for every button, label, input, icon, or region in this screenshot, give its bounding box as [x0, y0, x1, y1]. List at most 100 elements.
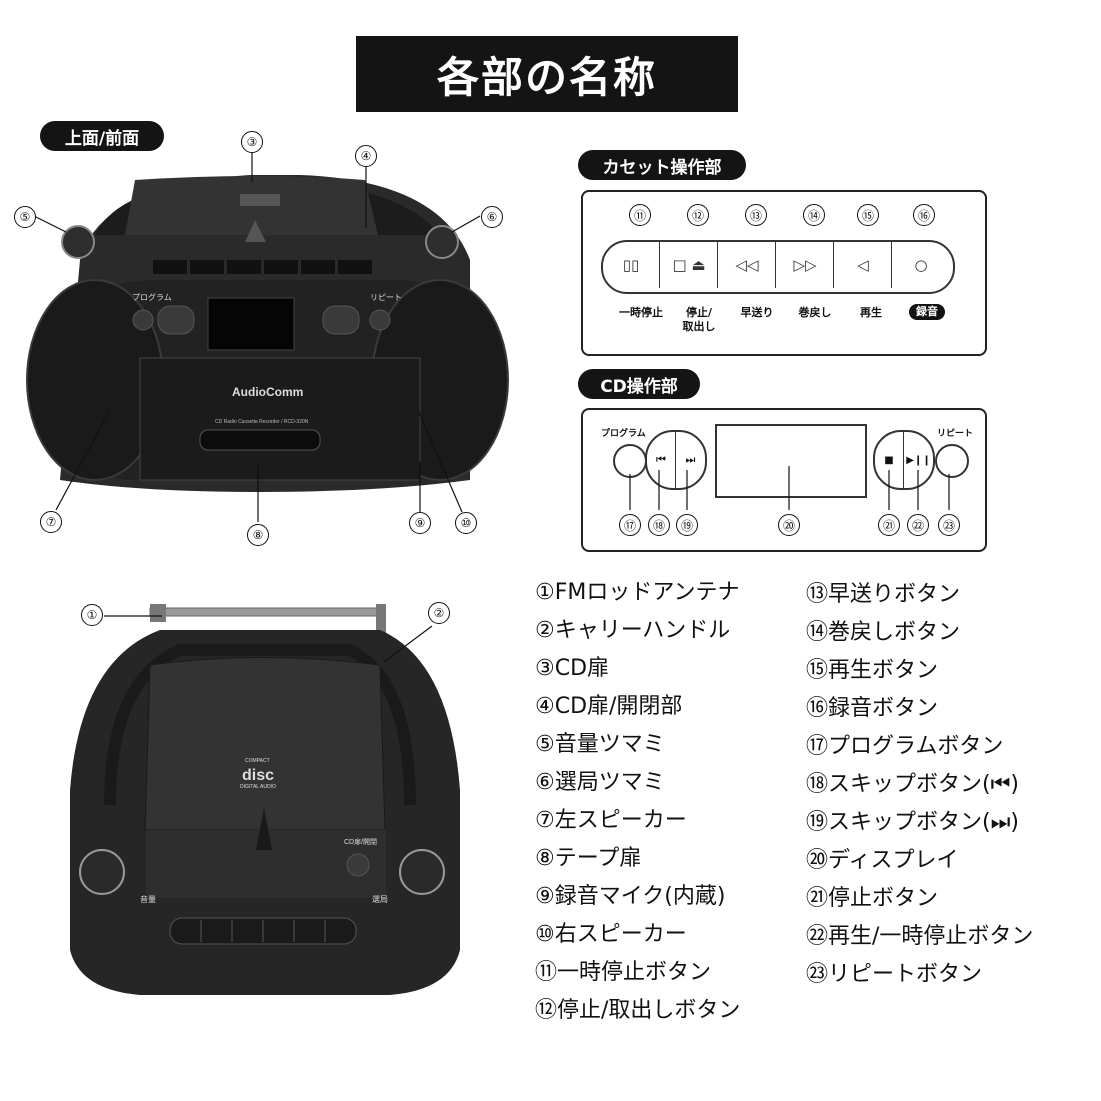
- section-label-cd: CD操作部: [578, 369, 700, 399]
- record-button[interactable]: ○: [893, 242, 949, 288]
- stop-eject-label: 停止/ 取出し: [682, 306, 716, 333]
- top-disc-bottom: DIGITAL AUDIO: [240, 784, 276, 790]
- callout-14: ⑭: [803, 204, 825, 226]
- skip-back-icon: ⏮: [656, 453, 666, 466]
- section-label-cassette: カセット操作部: [578, 150, 746, 180]
- legend-item-5: ⑤音量ツマミ: [535, 732, 665, 757]
- cd-program-label: プログラム: [601, 429, 646, 439]
- skip-back-button[interactable]: ⏮: [647, 432, 676, 488]
- rewind-icon: ▷▷: [793, 256, 817, 274]
- skip-forward-icon: ⏭: [685, 453, 696, 466]
- legend-item-21: ㉑停止ボタン: [806, 886, 939, 911]
- stop-icon: ■: [884, 454, 894, 466]
- skip-forward-button[interactable]: ⏭: [676, 432, 705, 488]
- device-top-illustration: COMPACT disc DIGITAL AUDIO CD扉/開閉 音量 選局: [70, 604, 460, 995]
- carry-handle: [104, 644, 416, 806]
- fm-antenna: [149, 607, 385, 617]
- play-pause-icon: ▶❙❙: [906, 454, 931, 466]
- rewind-label: 巻戻し: [798, 306, 832, 319]
- play-button[interactable]: ◁: [835, 242, 892, 288]
- legend-item-1: ①FMロッドアンテナ: [535, 580, 740, 605]
- callout-10: ⑩: [455, 512, 477, 534]
- callout-17: ⑰: [619, 514, 641, 536]
- legend-item-17: ⑰プログラムボタン: [806, 734, 1004, 759]
- page-title: 各部の名称: [356, 36, 738, 112]
- callout-7: ⑦: [40, 511, 62, 533]
- callout-12: ⑫: [687, 204, 709, 226]
- top-volume-label: 音量: [140, 894, 156, 904]
- legend-item-19: ⑲スキップボタン(⏭): [806, 810, 1019, 835]
- pause-label: 一時停止: [619, 306, 663, 319]
- callout-20: ⑳: [778, 514, 800, 536]
- legend-item-2: ②キャリーハンドル: [535, 618, 731, 643]
- cd-display: [715, 424, 867, 498]
- callout-13: ⑬: [745, 204, 767, 226]
- device-front-illustration: プログラム リピート AudioComm CD Radio Cassette R…: [26, 152, 509, 522]
- callout-16: ⑯: [913, 204, 935, 226]
- cassette-button-strip: ▯▯ □ ⏏ ◁◁ ▷▷ ◁ ○: [601, 240, 955, 294]
- top-disc-main: disc: [242, 767, 274, 784]
- top-tuning-knob: [399, 849, 445, 895]
- front-callout-lines: [33, 152, 481, 522]
- model-line: CD Radio Cassette Recorder / RCD-320N: [215, 419, 309, 425]
- tape-door: [139, 357, 421, 481]
- rewind-button[interactable]: ▷▷: [777, 242, 834, 288]
- legend-item-11: ⑪一時停止ボタン: [535, 960, 712, 985]
- callout-22: ㉒: [907, 514, 929, 536]
- callout-8: ⑧: [247, 524, 269, 546]
- stop-play-button-pair: ■ ▶❙❙: [873, 430, 935, 490]
- front-repeat-label: リピート: [370, 293, 402, 302]
- top-cd-door: [144, 657, 386, 831]
- cd-door-triangle: [245, 220, 266, 242]
- cd-play-pause-button[interactable]: ▶❙❙: [904, 432, 933, 488]
- legend-item-16: ⑯録音ボタン: [806, 696, 939, 721]
- legend-item-22: ㉒再生/一時停止ボタン: [806, 924, 1034, 949]
- callout-3: ③: [241, 131, 263, 153]
- callout-18: ⑱: [648, 514, 670, 536]
- front-display: [207, 297, 295, 351]
- legend-item-8: ⑧テープ扉: [535, 846, 642, 871]
- repeat-button[interactable]: [935, 444, 969, 478]
- fast-forward-button[interactable]: ◁◁: [719, 242, 776, 288]
- callout-1: ①: [81, 604, 103, 626]
- legend-item-15: ⑮再生ボタン: [806, 658, 939, 683]
- legend-item-23: ㉓リピートボタン: [806, 962, 983, 987]
- stop-eject-button[interactable]: □ ⏏: [661, 242, 718, 288]
- callout-6: ⑥: [481, 206, 503, 228]
- pause-icon: ▯▯: [622, 256, 640, 274]
- callout-15: ⑮: [857, 204, 879, 226]
- legend-item-3: ③CD扉: [535, 656, 610, 681]
- callout-23: ㉓: [938, 514, 960, 536]
- fast-forward-label: 早送り: [740, 306, 774, 319]
- legend-item-13: ⑬早送りボタン: [806, 582, 961, 607]
- cd-panel: プログラム リピート ⏮ ⏭ ■ ▶❙❙ ⑰ ⑱ ⑲ ⑳ ㉑ ㉒ ㉓: [581, 408, 987, 552]
- brand-name: AudioComm: [232, 385, 303, 399]
- play-icon: ◁: [857, 256, 869, 274]
- top-volume-knob: [79, 849, 125, 895]
- legend-item-7: ⑦左スピーカー: [535, 808, 687, 833]
- cd-logo-plate: [240, 194, 280, 206]
- top-disc-top: COMPACT: [245, 758, 270, 764]
- legend-item-20: ⑳ディスプレイ: [806, 848, 959, 873]
- section-label-top-front: 上面/前面: [40, 121, 164, 151]
- front-program-label: プログラム: [132, 292, 172, 302]
- legend-item-4: ④CD扉/開閉部: [535, 694, 683, 719]
- skip-button-pair: ⏮ ⏭: [645, 430, 707, 490]
- tuning-knob: [425, 225, 459, 259]
- callout-2: ②: [428, 602, 450, 624]
- play-label: 再生: [860, 306, 882, 319]
- cd-stop-button[interactable]: ■: [875, 432, 904, 488]
- legend-item-12: ⑫停止/取出しボタン: [535, 998, 741, 1023]
- legend-item-14: ⑭巻戻しボタン: [806, 620, 961, 645]
- fast-forward-icon: ◁◁: [735, 256, 759, 274]
- legend-item-10: ⑩右スピーカー: [535, 922, 687, 947]
- cassette-panel: ▯▯ □ ⏏ ◁◁ ▷▷ ◁ ○ ⑪ ⑫ ⑬ ⑭ ⑮ ⑯ 一時停止 停止/ 取出…: [581, 190, 987, 356]
- callout-4: ④: [355, 145, 377, 167]
- callout-21: ㉑: [878, 514, 900, 536]
- volume-knob: [61, 225, 95, 259]
- pause-button[interactable]: ▯▯: [603, 242, 660, 288]
- callout-19: ⑲: [676, 514, 698, 536]
- callout-11: ⑪: [629, 204, 651, 226]
- cassette-key-row: [153, 260, 372, 274]
- record-label: 録音: [909, 304, 945, 320]
